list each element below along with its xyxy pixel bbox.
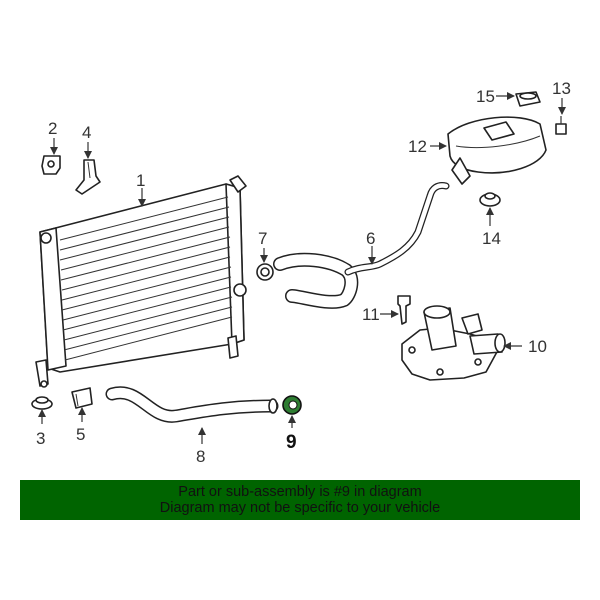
bolt-part-11 — [397, 295, 411, 325]
banner-line-2: Diagram may not be specific to your vehi… — [159, 500, 441, 516]
callout-3: 3 — [36, 429, 45, 448]
callout-7: 7 — [258, 229, 267, 248]
cap-part-15 — [515, 91, 541, 107]
callout-10: 10 — [528, 337, 547, 356]
thermostat-housing-part-10 — [401, 305, 506, 381]
callout-numbers: 1 2 3 4 5 6 7 8 9 10 11 12 13 14 15 — [36, 79, 571, 466]
isolator-part-4 — [75, 159, 101, 195]
grommet-part-3 — [31, 396, 53, 410]
callout-4: 4 — [82, 123, 91, 142]
callout-9: 9 — [286, 432, 297, 453]
bolt-part-13 — [555, 116, 567, 135]
upper-hose-part-6 — [273, 182, 450, 309]
block-part-5 — [71, 387, 93, 409]
banner-line-1: Part or sub-assembly is #9 in diagram — [178, 484, 422, 500]
radiator-part-1 — [35, 175, 247, 388]
bracket-part-2 — [41, 155, 61, 175]
callout-13: 13 — [552, 79, 571, 98]
reservoir-part-12 — [447, 116, 547, 185]
callout-8: 8 — [196, 447, 205, 466]
callout-5: 5 — [76, 425, 85, 444]
info-banner: Part or sub-assembly is #9 in diagram Di… — [20, 480, 580, 520]
callout-11: 11 — [362, 305, 380, 324]
callout-15: 15 — [476, 87, 495, 106]
clamp-part-7 — [256, 263, 274, 281]
clamp-part-9 — [282, 395, 302, 415]
callout-2: 2 — [48, 119, 57, 138]
callout-1: 1 — [136, 171, 145, 190]
grommet-part-14 — [479, 192, 501, 207]
leader-lines — [38, 92, 566, 444]
callout-6: 6 — [366, 229, 375, 248]
callout-12: 12 — [408, 137, 427, 156]
callout-14: 14 — [482, 229, 501, 248]
lower-hose-part-8 — [105, 386, 279, 423]
